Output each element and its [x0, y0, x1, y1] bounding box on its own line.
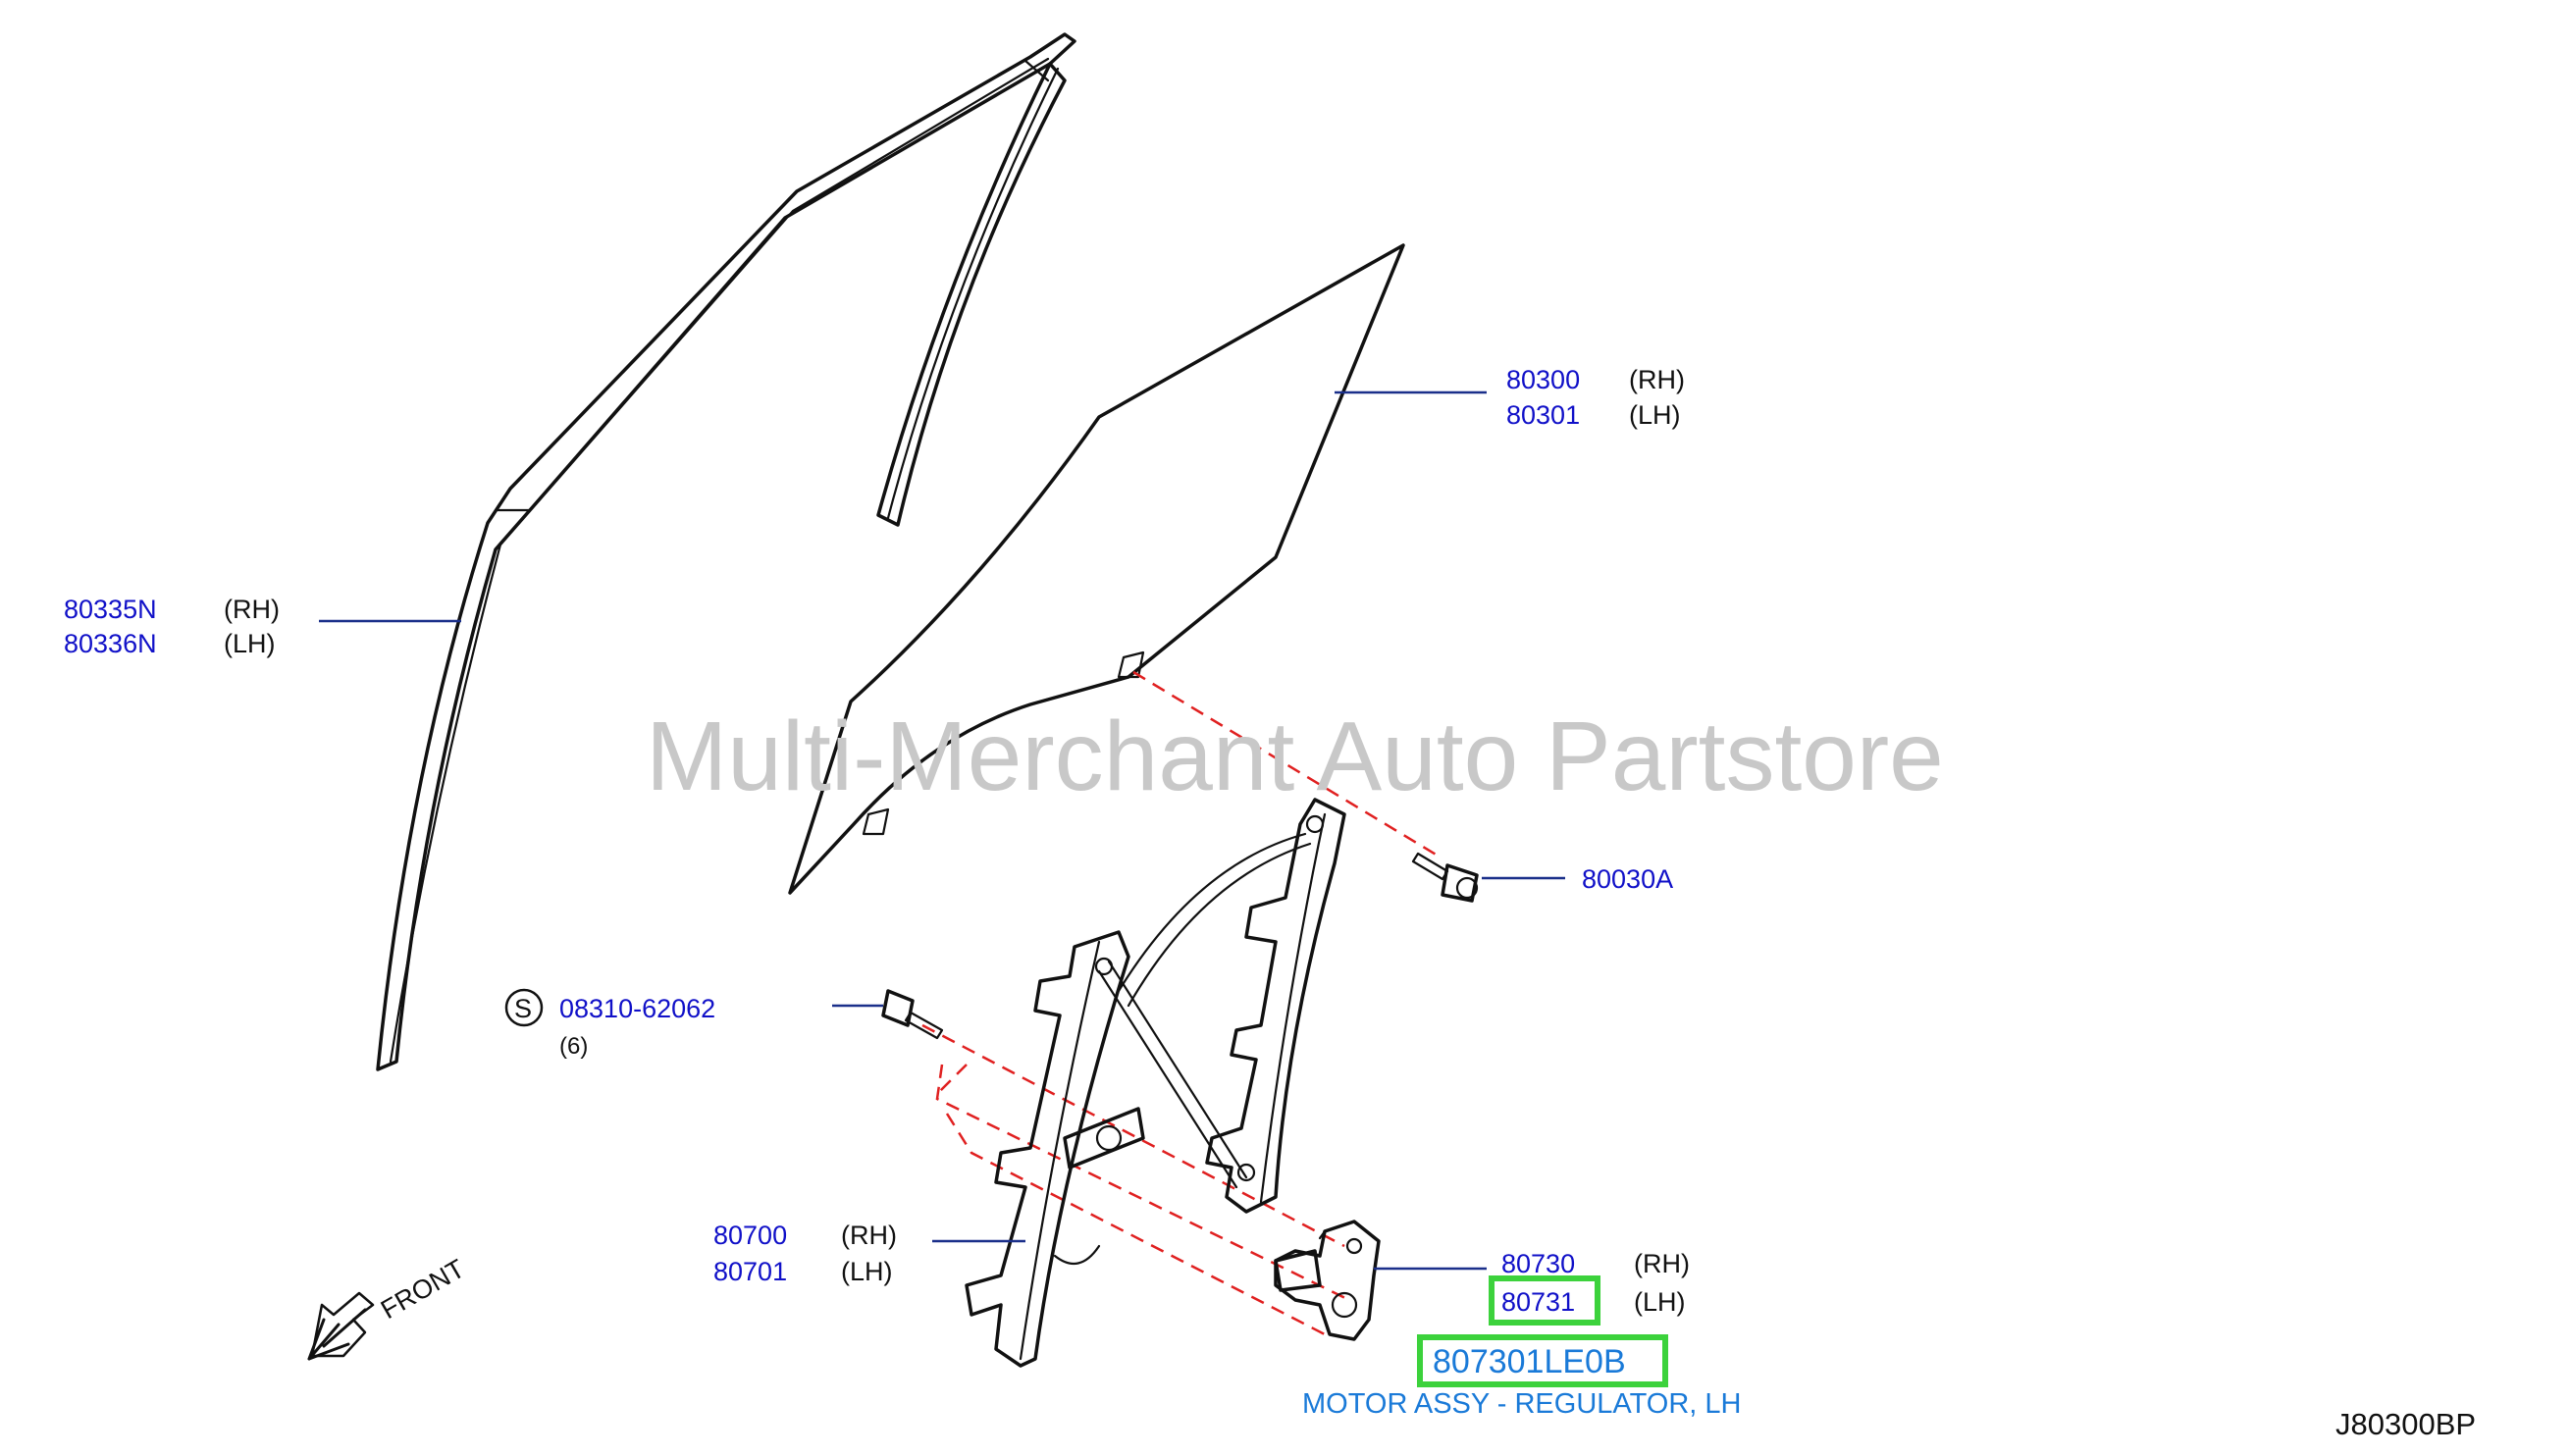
motor-lh-side: (LH) [1634, 1287, 1686, 1317]
screw-standard-part-icon [504, 988, 544, 1027]
sash-rh-part-number[interactable]: 80335N [64, 595, 157, 624]
screw-quantity: (6) [559, 1033, 588, 1060]
motor-rh-side: (RH) [1634, 1249, 1690, 1278]
front-arrow-outline-icon [310, 1291, 375, 1358]
bolt-part-number[interactable]: 80030A [1582, 864, 1673, 894]
door-sash-channel [376, 32, 1076, 1071]
regulator-rh-side: (RH) [841, 1221, 897, 1250]
regulator-motor [1274, 1220, 1381, 1341]
glass-lh-side: (LH) [1629, 400, 1681, 430]
glass-lh-part-number[interactable]: 80301 [1506, 400, 1580, 430]
installation-guide-lines [921, 670, 1443, 1336]
glass-rh-side: (RH) [1629, 365, 1685, 394]
regulator-lh-part-number[interactable]: 80701 [713, 1257, 787, 1286]
oem-part-number[interactable]: 807301LE0B [1433, 1343, 1626, 1380]
sash-lh-side: (LH) [224, 629, 276, 658]
screw-08310-62062 [881, 989, 944, 1040]
motor-rh-part-number[interactable]: 80730 [1501, 1249, 1575, 1278]
motor-lh-highlight-box [1489, 1275, 1600, 1326]
sash-lh-part-number[interactable]: 80336N [64, 629, 157, 658]
glass-rh-part-number[interactable]: 80300 [1506, 365, 1580, 394]
diagram-reference-id: J80300BP [2335, 1407, 2476, 1441]
regulator-lh-side: (LH) [841, 1257, 893, 1286]
front-label: FRONT [376, 1254, 470, 1325]
oem-part-highlight-box [1417, 1334, 1668, 1387]
watermark: Multi-Merchant Auto Partstore [646, 702, 1944, 811]
sash-rh-side: (RH) [224, 595, 280, 624]
front-direction-indicator: FRONT [307, 1254, 470, 1361]
window-regulator [965, 798, 1346, 1368]
screw-part-number[interactable]: 08310-62062 [559, 994, 715, 1023]
door-glass [788, 243, 1405, 895]
callout-leaders [319, 390, 1565, 1271]
oem-part-description: MOTOR ASSY - REGULATOR, LH [1302, 1388, 1741, 1420]
screw-symbol: S [514, 994, 532, 1023]
motor-lh-part-number[interactable]: 80731 [1501, 1287, 1575, 1317]
bolt-80030a [1411, 852, 1479, 903]
regulator-rh-part-number[interactable]: 80700 [713, 1221, 787, 1250]
